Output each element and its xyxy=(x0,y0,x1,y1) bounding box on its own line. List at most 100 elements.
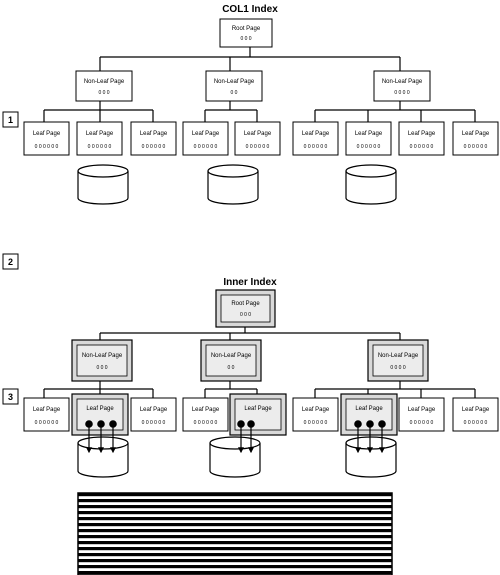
leaf-page-keys: 0 0 0 0 0 0 xyxy=(304,420,328,426)
result-row-block xyxy=(77,492,393,575)
data-cylinder xyxy=(345,164,397,205)
leaf-page-keys: 0 0 0 0 0 0 xyxy=(35,144,59,150)
root-page-keys: 0 0 0 xyxy=(240,36,251,42)
leaf-page: Leaf Page 0 0 0 0 0 0 xyxy=(398,121,445,156)
leaf-page-label: Leaf Page xyxy=(302,131,330,137)
leaf-page-label: Leaf Page xyxy=(33,407,61,413)
nonleaf-page-label: Non-Leaf Page xyxy=(378,353,419,359)
result-block-border xyxy=(77,492,393,575)
nonleaf-page-label: Non-Leaf Page xyxy=(82,353,123,359)
leaf-page-label: Leaf Page xyxy=(86,406,114,412)
step-marker-1: 1 xyxy=(2,111,19,128)
leaf-page-label: Leaf Page xyxy=(302,407,330,413)
leaf-page-keys: 0 0 0 0 0 0 xyxy=(410,144,434,150)
leaf-page: Leaf Page 0 0 0 0 0 0 xyxy=(23,397,70,432)
row-stripe xyxy=(78,541,392,545)
col1-index-title: COL1 Index xyxy=(222,4,278,15)
leaf-page-keys: 0 0 0 0 0 0 xyxy=(194,420,218,426)
root-page-label: Root Page xyxy=(232,26,261,32)
leaf-page: Leaf Page 0 0 0 0 0 0 xyxy=(130,121,177,156)
data-cylinder xyxy=(345,436,397,478)
leaf-page-label: Leaf Page xyxy=(140,407,168,413)
root-page-label: Root Page xyxy=(231,301,260,307)
nonleaf-page-keys: 0 0 0 0 xyxy=(390,365,406,371)
row-stripe xyxy=(78,571,392,575)
nonleaf-page-keys: 0 0 xyxy=(228,365,235,371)
row-stripe xyxy=(78,559,392,563)
data-cylinder xyxy=(77,164,129,205)
leaf-page-label: Leaf Page xyxy=(408,131,436,137)
leaf-page-keys: 0 0 0 0 0 0 xyxy=(142,144,166,150)
col1-index-tree xyxy=(43,47,476,122)
nonleaf-page-highlighted: Non-Leaf Page 0 0 0 0 xyxy=(367,339,429,382)
leaf-page-keys: 0 0 0 0 0 0 xyxy=(464,420,488,426)
leaf-page-label: Leaf Page xyxy=(192,131,220,137)
row-stripe xyxy=(78,565,392,569)
nonleaf-page-label: Non-Leaf Page xyxy=(211,353,252,359)
leaf-page: Leaf Page 0 0 0 0 0 0 xyxy=(182,397,229,432)
nonleaf-page-highlighted: Non-Leaf Page 0 0 xyxy=(200,339,262,382)
data-cylinder xyxy=(209,436,261,478)
row-stripe xyxy=(78,493,392,497)
leaf-page: Leaf Page 0 0 0 0 0 0 xyxy=(234,121,281,156)
leaf-page-keys: 0 0 0 0 0 0 xyxy=(35,420,59,426)
nonleaf-page-highlighted: Non-Leaf Page 0 0 0 xyxy=(71,339,133,382)
leaf-page-label: Leaf Page xyxy=(86,131,114,137)
leaf-page-keys: 0 0 0 0 0 0 xyxy=(246,144,270,150)
leaf-page-label: Leaf Page xyxy=(33,131,61,137)
leaf-page-label: Leaf Page xyxy=(244,131,272,137)
nonleaf-page-label: Non-Leaf Page xyxy=(214,79,255,85)
root-page: Root Page 0 0 0 xyxy=(219,18,273,48)
leaf-page-label: Leaf Page xyxy=(140,131,168,137)
row-stripe xyxy=(78,505,392,509)
nonleaf-page-label: Non-Leaf Page xyxy=(84,79,125,85)
leaf-page: Leaf Page 0 0 0 0 0 0 xyxy=(292,121,339,156)
leaf-page: Leaf Page 0 0 0 0 0 0 xyxy=(345,121,392,156)
leaf-page: Leaf Page 0 0 0 0 0 0 xyxy=(76,121,123,156)
row-pointer-arrows xyxy=(85,420,386,454)
leaf-page-label: Leaf Page xyxy=(408,407,436,413)
row-stripe xyxy=(78,553,392,557)
nonleaf-page-keys: 0 0 0 xyxy=(98,90,109,96)
root-page-highlighted: Root Page 0 0 0 xyxy=(215,289,276,328)
data-cylinder xyxy=(77,436,129,478)
leaf-page-keys: 0 0 0 0 0 0 xyxy=(304,144,328,150)
leaf-page-keys: 0 0 0 0 0 0 xyxy=(464,144,488,150)
row-stripe xyxy=(78,511,392,515)
step-marker-1-label: 1 xyxy=(8,115,13,125)
nonleaf-page-label: Non-Leaf Page xyxy=(382,79,423,85)
row-stripe xyxy=(78,535,392,539)
leaf-page: Leaf Page 0 0 0 0 0 0 xyxy=(452,121,499,156)
leaf-page-label: Leaf Page xyxy=(462,131,490,137)
leaf-page: Leaf Page 0 0 0 0 0 0 xyxy=(23,121,70,156)
leaf-page: Leaf Page 0 0 0 0 0 0 xyxy=(452,397,499,432)
leaf-page: Leaf Page 0 0 0 0 0 0 xyxy=(292,397,339,432)
step-marker-3-label: 3 xyxy=(8,392,13,402)
leaf-page: Leaf Page 0 0 0 0 0 0 xyxy=(398,397,445,432)
inner-index-tree xyxy=(43,327,476,398)
step-marker-2: 2 xyxy=(2,253,19,270)
leaf-page-keys: 0 0 0 0 0 0 xyxy=(410,420,434,426)
leaf-page-highlighted: Leaf Page xyxy=(340,393,398,436)
leaf-page-label: Leaf Page xyxy=(355,406,383,412)
leaf-page-keys: 0 0 0 0 0 0 xyxy=(194,144,218,150)
leaf-page-highlighted: Leaf Page xyxy=(229,393,287,436)
leaf-page-keys: 0 0 0 0 0 0 xyxy=(357,144,381,150)
step-marker-2-label: 2 xyxy=(8,257,13,267)
nonleaf-page-keys: 0 0 0 xyxy=(96,365,107,371)
row-stripe xyxy=(78,547,392,551)
root-page-keys: 0 0 0 xyxy=(240,312,251,318)
leaf-page-label: Leaf Page xyxy=(192,407,220,413)
inner-index-title: Inner Index xyxy=(223,277,277,288)
nonleaf-page-keys: 0 0 xyxy=(231,90,238,96)
leaf-page-label: Leaf Page xyxy=(462,407,490,413)
leaf-page-keys: 0 0 0 0 0 0 xyxy=(142,420,166,426)
leaf-page-label: Leaf Page xyxy=(355,131,383,137)
leaf-page-keys: 0 0 0 0 0 0 xyxy=(88,144,112,150)
leaf-page: Leaf Page 0 0 0 0 0 0 xyxy=(182,121,229,156)
nonleaf-page: Non-Leaf Page 0 0 xyxy=(205,70,263,102)
leaf-page-label: Leaf Page xyxy=(244,406,272,412)
nonleaf-page: Non-Leaf Page 0 0 0 0 xyxy=(373,70,431,102)
data-cylinder xyxy=(207,164,259,205)
